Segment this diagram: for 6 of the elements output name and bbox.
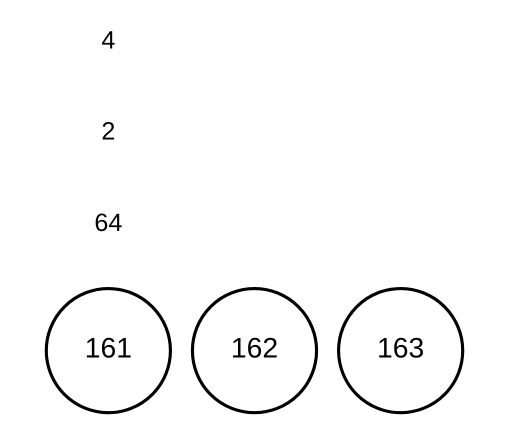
label: 64 [94,208,122,237]
node-circle: 161 [44,286,172,414]
label: 4 [101,26,116,55]
label: 2 [101,118,116,146]
node-circle: 163 [337,286,464,414]
node-circle: 162 [190,286,318,414]
